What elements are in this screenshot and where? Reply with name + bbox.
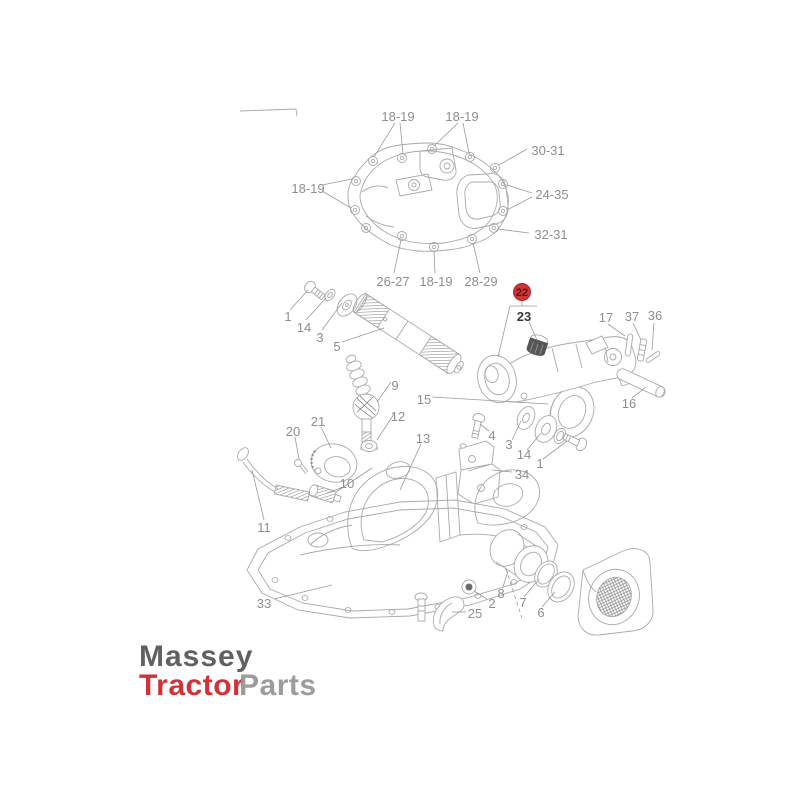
callout-26-27: 26-27	[376, 274, 409, 289]
rollpin-37-part	[637, 338, 647, 362]
callout-18-19-left: 18-19	[291, 181, 324, 196]
callout-1b: 1	[536, 456, 543, 471]
nut-12-part	[360, 440, 378, 452]
callout-3b: 3	[505, 437, 512, 452]
ring-part	[553, 427, 567, 445]
highlight-badge-22: 22	[513, 283, 531, 301]
bolt-1-part	[304, 280, 326, 301]
pin-17-part	[624, 333, 634, 357]
shaft-5-part	[352, 293, 464, 374]
lift-cover-drawing	[347, 142, 509, 252]
callout-17: 17	[599, 310, 613, 325]
callout-9: 9	[391, 378, 398, 393]
callout-3: 3	[316, 330, 323, 345]
callout-13: 13	[416, 431, 430, 446]
callout-34: 34	[515, 467, 529, 482]
disc-3-part	[336, 293, 358, 317]
callout-21: 21	[311, 414, 325, 429]
badge-circle	[513, 283, 531, 301]
callout-14b: 14	[517, 447, 531, 462]
seal-21-part	[310, 443, 358, 483]
watermark-word-parts: Parts	[239, 669, 317, 702]
callout-8: 8	[497, 586, 504, 601]
callout-24-35: 24-35	[535, 187, 568, 202]
pin-36-part	[645, 351, 661, 363]
watermark-word-massey: Massey	[139, 640, 253, 673]
cable-11-part	[237, 447, 319, 502]
callout-4: 4	[488, 428, 495, 443]
bolt-4-part	[471, 413, 486, 439]
callout-37: 37	[625, 309, 639, 324]
callout-16: 16	[622, 396, 636, 411]
rod-16-part	[616, 368, 666, 398]
callout-11: 11	[257, 520, 271, 535]
side-hardware-drawing	[457, 406, 587, 505]
callout-10: 10	[340, 476, 354, 491]
seal-group-drawing	[414, 529, 654, 636]
callout-14: 14	[297, 320, 311, 335]
bushing-8-part	[489, 529, 549, 583]
watermark-logo: Massey Tractor Parts	[139, 640, 317, 702]
watermark-word-tractor: Tractor	[139, 669, 244, 702]
bracket-34-part	[457, 440, 501, 505]
callout-2: 2	[488, 596, 495, 611]
fitting-10-part	[308, 484, 342, 504]
lever-9-part	[345, 354, 380, 443]
callout-12: 12	[391, 409, 405, 424]
housing-33-drawing	[246, 461, 559, 619]
callout-33: 33	[257, 596, 271, 611]
plug-2-part	[461, 579, 477, 595]
callout-28-29: 28-29	[464, 274, 497, 289]
callout-36: 36	[648, 308, 662, 323]
plug-23-part	[526, 334, 549, 356]
bolt-small-part	[414, 592, 428, 622]
callout-6: 6	[537, 605, 544, 620]
rocker-arm-drawing	[477, 333, 666, 404]
bolt-1b-part	[562, 433, 587, 452]
leader-lines	[251, 122, 655, 613]
hook-25-part	[432, 596, 465, 632]
washer-3b-part	[516, 406, 536, 430]
callout-labels: 18-19 18-19 18-19 30-31 24-35 32-31 26-2…	[257, 109, 662, 621]
washer-14-part	[324, 288, 336, 302]
callout-18-19-top-left: 18-19	[381, 109, 414, 124]
callout-18-19-top-right: 18-19	[445, 109, 478, 124]
callout-1: 1	[284, 309, 291, 324]
retainer-part	[577, 548, 654, 636]
corner-mark	[239, 108, 298, 117]
left-controls-drawing	[237, 354, 380, 504]
callout-5: 5	[333, 339, 340, 354]
shaft-assembly-drawing	[304, 280, 595, 438]
callout-15: 15	[417, 392, 431, 407]
callout-23: 23	[517, 309, 531, 324]
callout-7: 7	[519, 595, 526, 610]
callout-18-19-bottom: 18-19	[419, 274, 452, 289]
screw-20-part	[294, 459, 309, 475]
callout-30-31: 30-31	[531, 143, 564, 158]
callout-25: 25	[468, 606, 482, 621]
ring-6-part	[547, 571, 575, 603]
badge-22-text: 22	[516, 287, 528, 299]
callout-20: 20	[286, 424, 300, 439]
callout-32-31: 32-31	[534, 227, 567, 242]
